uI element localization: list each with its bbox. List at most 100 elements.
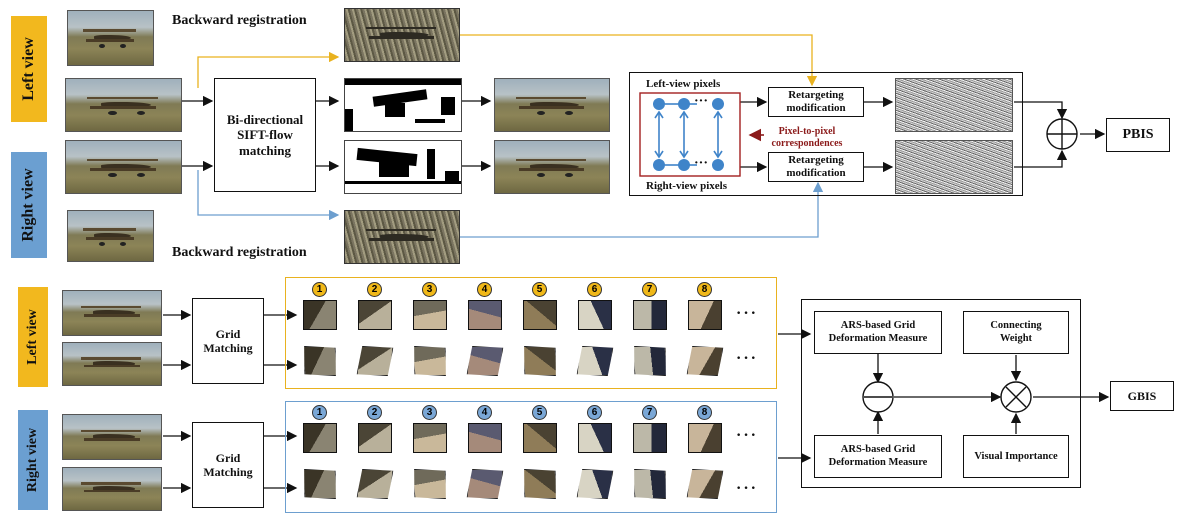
left-patch-2-deformed bbox=[356, 346, 393, 376]
left-patch-number-5: 5 bbox=[532, 282, 547, 297]
bottom-right-image-b bbox=[62, 467, 162, 511]
left-patches-ellipsis-top: ··· bbox=[736, 305, 759, 322]
right-patch-4-deformed bbox=[466, 469, 503, 499]
left-patch-number-2: 2 bbox=[367, 282, 382, 297]
right-patch-5-original bbox=[523, 423, 557, 453]
left-patch-panel bbox=[285, 277, 777, 389]
right-patch-3-original bbox=[413, 423, 447, 453]
right-patch-number-8: 8 bbox=[697, 405, 712, 420]
top-flow-arrows bbox=[182, 95, 1106, 173]
right-patch-2-original bbox=[358, 423, 392, 453]
right-patch-7-original bbox=[633, 423, 667, 453]
right-patch-2-deformed bbox=[356, 469, 393, 499]
right-view-image bbox=[65, 140, 182, 194]
right-patch-4-original bbox=[468, 423, 502, 453]
left-patch-1-deformed bbox=[301, 346, 338, 376]
right-patch-7-deformed bbox=[631, 469, 668, 499]
left-registration-arrows bbox=[197, 34, 818, 88]
right-patch-number-2: 2 bbox=[367, 405, 382, 420]
left-patch-3-original bbox=[413, 300, 447, 330]
right-patch-1-original bbox=[303, 423, 337, 453]
right-patch-1-deformed bbox=[301, 469, 338, 499]
registered-left-image bbox=[344, 8, 460, 62]
grid-matching-left-box: Grid Matching bbox=[192, 298, 264, 384]
right-patch-6-deformed bbox=[576, 469, 613, 499]
right-patch-number-6: 6 bbox=[587, 405, 602, 420]
left-patch-number-1: 1 bbox=[312, 282, 327, 297]
right-flow-mask bbox=[344, 140, 462, 194]
left-view-pixels-label: Left-view pixels bbox=[646, 78, 721, 90]
ellipsis-bottom-row: ··· bbox=[694, 156, 709, 171]
right-patch-panel bbox=[285, 401, 777, 513]
right-retargeted-map bbox=[895, 140, 1013, 194]
visual-importance-box: Visual Importance bbox=[963, 435, 1069, 478]
right-patch-number-5: 5 bbox=[532, 405, 547, 420]
right-patches-ellipsis-bottom: ··· bbox=[736, 480, 759, 497]
measure-panel bbox=[801, 299, 1081, 488]
left-patch-number-4: 4 bbox=[477, 282, 492, 297]
pbis-output-box: PBIS bbox=[1106, 118, 1170, 152]
left-patch-6-deformed bbox=[576, 346, 613, 376]
right-view-warped-image bbox=[494, 140, 610, 194]
bottom-right-view-label: Right view bbox=[18, 410, 48, 510]
bottom-right-image-a bbox=[62, 414, 162, 460]
right-view-pixels-label: Right-view pixels bbox=[646, 180, 727, 192]
left-flow-mask bbox=[344, 78, 462, 132]
right-patch-8-original bbox=[688, 423, 722, 453]
left-patch-4-original bbox=[468, 300, 502, 330]
bottom-left-image-b bbox=[62, 342, 162, 386]
pixel-correspondences-label: Pixel-to-pixel correspondences bbox=[771, 126, 843, 149]
pixel-correspondence-graph bbox=[639, 92, 764, 177]
left-patch-7-deformed bbox=[631, 346, 668, 376]
backward-registration-top: Backward registration bbox=[172, 13, 307, 28]
gbis-output-box: GBIS bbox=[1110, 381, 1174, 411]
bottom-left-image-a bbox=[62, 290, 162, 336]
left-patch-4-deformed bbox=[466, 346, 503, 376]
right-patch-number-3: 3 bbox=[422, 405, 437, 420]
right-patch-number-4: 4 bbox=[477, 405, 492, 420]
right-patch-8-deformed bbox=[686, 469, 723, 499]
right-view-image-b bbox=[67, 210, 154, 262]
left-patch-8-deformed bbox=[686, 346, 723, 376]
left-patch-6-original bbox=[578, 300, 612, 330]
right-patch-5-deformed bbox=[521, 469, 558, 499]
registered-right-image bbox=[344, 210, 460, 264]
connecting-weight-box: Connecting Weight bbox=[963, 311, 1069, 354]
correspondence-panel bbox=[629, 72, 1023, 196]
ars-measure-top-box: ARS-based Grid Deformation Measure bbox=[814, 311, 942, 354]
right-patch-number-1: 1 bbox=[312, 405, 327, 420]
retargeting-modification-top: Retargeting modification bbox=[768, 87, 864, 117]
left-patch-5-deformed bbox=[521, 346, 558, 376]
left-patch-7-original bbox=[633, 300, 667, 330]
left-view-warped-image bbox=[494, 78, 610, 132]
right-patch-6-original bbox=[578, 423, 612, 453]
grid-matching-right-box: Grid Matching bbox=[192, 422, 264, 508]
left-patch-number-6: 6 bbox=[587, 282, 602, 297]
right-patch-number-7: 7 bbox=[642, 405, 657, 420]
top-right-view-label: Right view bbox=[11, 152, 47, 258]
sift-flow-box: Bi-directional SIFT-flow matching bbox=[214, 78, 316, 192]
top-left-view-label: Left view bbox=[11, 16, 47, 122]
left-patch-8-original bbox=[688, 300, 722, 330]
left-retargeted-map bbox=[895, 78, 1013, 132]
retargeting-modification-bottom: Retargeting modification bbox=[768, 152, 864, 182]
subtract-operator bbox=[862, 381, 894, 413]
multiply-operator bbox=[1000, 381, 1032, 413]
left-patch-number-3: 3 bbox=[422, 282, 437, 297]
left-view-image-a bbox=[67, 10, 154, 66]
right-patches-ellipsis-top: ··· bbox=[736, 427, 759, 444]
left-patch-number-8: 8 bbox=[697, 282, 712, 297]
bottom-flow-arrows bbox=[163, 309, 1110, 494]
left-patch-3-deformed bbox=[411, 346, 448, 376]
ars-measure-bottom-box: ARS-based Grid Deformation Measure bbox=[814, 435, 942, 478]
ellipsis-top-row: ··· bbox=[694, 94, 709, 109]
left-patch-number-7: 7 bbox=[642, 282, 657, 297]
bottom-left-view-label: Left view bbox=[18, 287, 48, 387]
left-patch-2-original bbox=[358, 300, 392, 330]
left-patch-1-original bbox=[303, 300, 337, 330]
right-registration-arrows bbox=[197, 170, 824, 238]
combine-operator bbox=[1046, 118, 1078, 150]
left-patch-5-original bbox=[523, 300, 557, 330]
